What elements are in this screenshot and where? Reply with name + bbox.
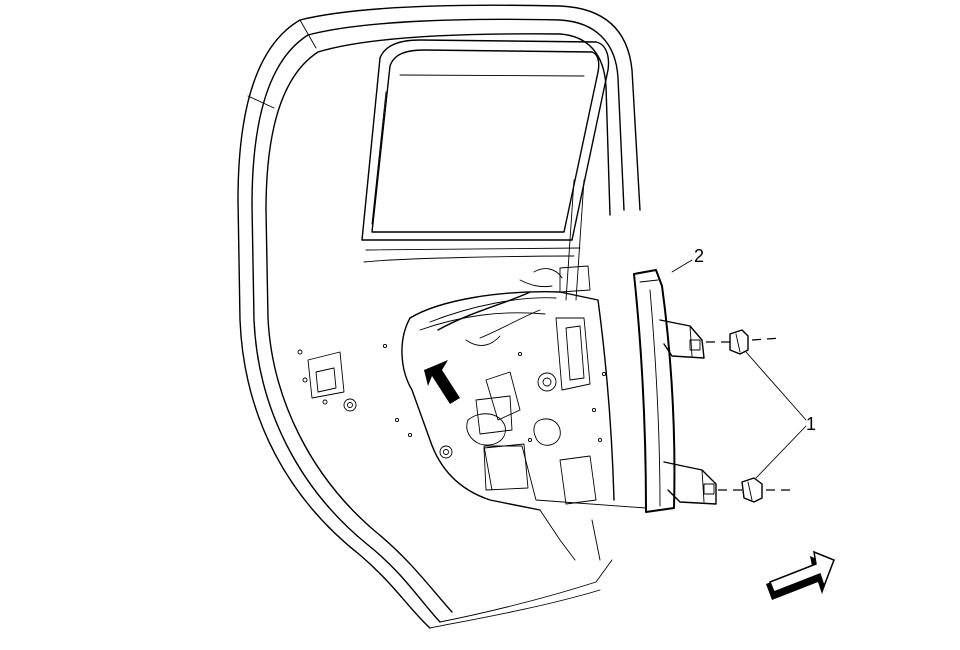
view-direction-arrow-icon xyxy=(766,550,835,600)
callout-leader-trim xyxy=(483,445,647,509)
callout-leaders xyxy=(671,259,807,479)
window-frame xyxy=(361,39,610,301)
callout-label-2: 2 xyxy=(694,246,704,266)
callout-label-1: 1 xyxy=(806,414,816,434)
door-latch xyxy=(297,349,357,412)
door-shell xyxy=(237,4,641,629)
fastener-lower xyxy=(718,477,796,503)
trim-panel xyxy=(633,269,717,513)
fastener-upper xyxy=(706,329,783,355)
panel-holes xyxy=(382,343,607,443)
arrow-up-left-icon xyxy=(424,360,460,404)
inner-panel xyxy=(401,268,615,561)
